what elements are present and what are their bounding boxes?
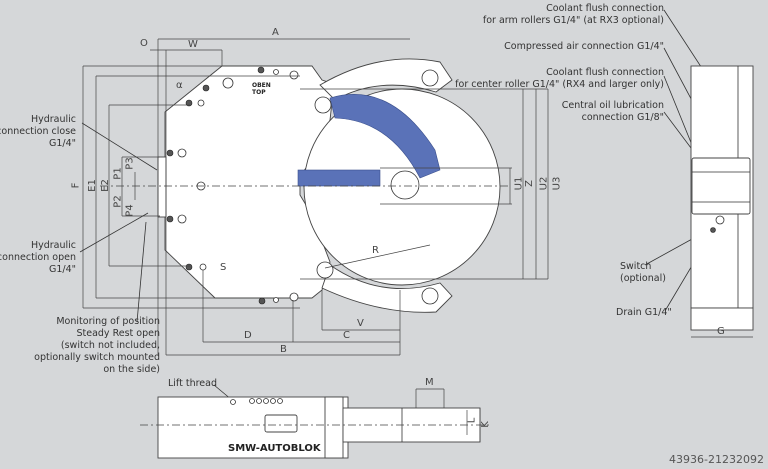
dim-B: B (280, 344, 287, 355)
lower-arm (321, 264, 453, 313)
dim-G: G (717, 326, 725, 337)
dim-U1: U1 (513, 176, 525, 191)
center-arm (329, 94, 441, 179)
callout-central-oil: Central oil lubrication connection G1/8" (562, 100, 664, 124)
dim-R: R (372, 245, 379, 256)
upper-arm (319, 58, 453, 101)
callout-line: Coolant flush connection (546, 67, 664, 78)
dimension-lines (82, 38, 549, 356)
marking-line: TOP (252, 89, 266, 96)
callout-line: Switch (620, 261, 652, 272)
dim-L: L (466, 417, 478, 424)
callout-line: Hydraulic (30, 240, 76, 251)
dim-U3: U3 (551, 176, 563, 191)
center-bore (390, 170, 420, 200)
callout-switch: Switch (optional) (620, 261, 666, 285)
callout-line: G1/4" (48, 138, 76, 149)
callout-line: connection open (0, 252, 76, 263)
callout-line: optionally switch mounted (34, 352, 160, 363)
callout-drain: Drain G1/4" (616, 307, 672, 318)
dim-D: D (244, 330, 252, 341)
upper-roller (421, 69, 439, 87)
callout-line: Central oil lubrication (561, 100, 664, 111)
callout-line: Coolant flush connection (546, 3, 664, 14)
dim-K: K (479, 421, 491, 428)
open-top-marking: OBEN TOP (252, 82, 271, 96)
callout-line: (optional) (620, 273, 666, 284)
callout-line: connection close (0, 126, 76, 137)
dim-P4: P4 (124, 204, 136, 217)
center-arm-bar (297, 169, 381, 187)
bolt-holes (166, 66, 299, 305)
dim-U2: U2 (538, 176, 550, 191)
callout-line: Steady Rest open (76, 328, 160, 339)
dim-E1: E1 (86, 179, 98, 192)
image-id-label: 43936-21232092 (669, 453, 764, 466)
dim-S: S (220, 262, 227, 273)
marking-line: OBEN (252, 82, 271, 89)
bottom-view (140, 388, 490, 459)
lower-roller (421, 287, 439, 305)
dim-Z: Z (523, 180, 535, 187)
callout-compressed-air: Compressed air connection G1/4" (504, 41, 664, 52)
callout-line: for center roller G1/4" (RX4 and larger … (455, 79, 664, 90)
callout-line: on the side) (103, 364, 160, 375)
dim-P3: P3 (124, 157, 136, 170)
dim-P2: P2 (112, 195, 124, 208)
dim-alpha: α (176, 80, 183, 91)
brand-marking: SMW-AUTOBLOK (228, 443, 321, 454)
callout-hydraulic-close: Hydraulic connection close G1/4" (0, 114, 76, 150)
callout-line: G1/4" (48, 264, 76, 275)
callout-line: for arm rollers G1/4" (at RX3 optional) (482, 15, 664, 26)
callout-line: (switch not included, (60, 340, 160, 351)
side-view (690, 65, 754, 338)
callout-line: Monitoring of position (56, 316, 160, 327)
dim-M: M (425, 377, 434, 388)
dim-F: F (70, 182, 82, 189)
dim-E2: E2 (99, 179, 111, 192)
callout-hydraulic-open: Hydraulic connection open G1/4" (0, 240, 76, 276)
callout-monitoring: Monitoring of position Steady Rest open … (34, 316, 160, 376)
dim-W: W (188, 39, 198, 50)
callout-line: Hydraulic (30, 114, 76, 125)
hydraulic-port-block (157, 156, 167, 218)
dim-P1: P1 (112, 167, 124, 180)
callout-coolant-center: Coolant flush connection for center roll… (455, 67, 664, 91)
dim-V: V (357, 318, 364, 329)
dim-O: O (140, 38, 148, 49)
callout-coolant-arm: Coolant flush connection for arm rollers… (483, 3, 664, 27)
callout-line: connection G1/8" (581, 112, 664, 123)
dim-C: C (343, 330, 350, 341)
callout-lift-thread: Lift thread (168, 378, 217, 389)
dim-A: A (272, 27, 279, 38)
